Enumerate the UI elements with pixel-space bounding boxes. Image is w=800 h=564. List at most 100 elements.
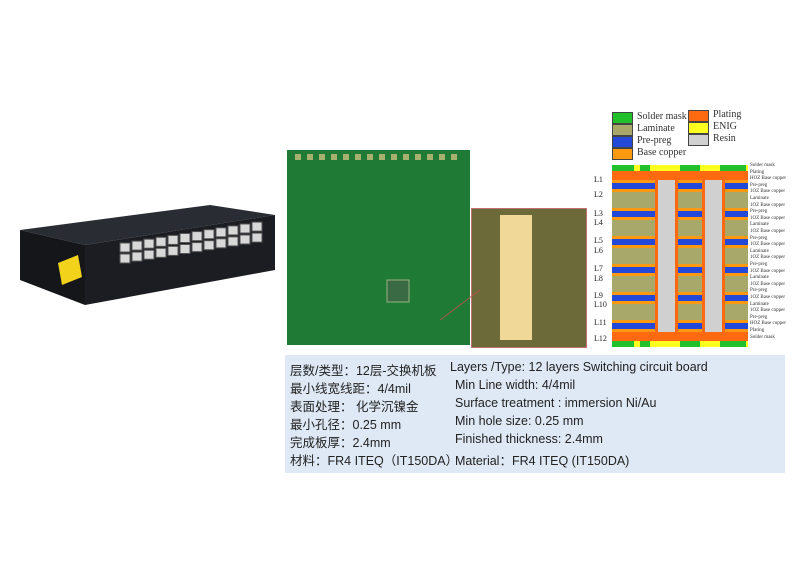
layer-label: L12	[594, 334, 607, 343]
stackup-side-label: Plating	[750, 169, 765, 175]
layer-stackup-diagram	[612, 165, 748, 347]
spec-cn: 材料：FR4 ITEQ（IT150DA）	[290, 454, 459, 468]
spec-en: Material：FR4 ITEQ (IT150DA)	[455, 454, 630, 468]
port	[131, 240, 143, 251]
laminate	[612, 248, 748, 264]
spec-cn: 层数/类型：12层-交换机板	[290, 364, 437, 378]
layer-label: L9	[594, 291, 603, 300]
base-copper	[612, 320, 748, 323]
base-copper	[612, 264, 748, 267]
layer-label: L10	[594, 300, 607, 309]
port	[167, 234, 179, 245]
stackup-side-label: Laminate	[750, 196, 769, 201]
port	[143, 249, 155, 260]
port	[215, 227, 227, 238]
port	[203, 240, 215, 251]
stackup-side-label: Solder mask	[750, 163, 775, 168]
spec-en: Min hole size: 0.25 mm	[455, 414, 584, 428]
base-copper	[612, 273, 748, 276]
base-copper	[612, 217, 748, 220]
plated-hole	[500, 215, 532, 340]
base-copper	[612, 292, 748, 295]
layer-label: L1	[594, 175, 603, 184]
spec-en: Finished thickness: 2.4mm	[455, 432, 603, 446]
solder-mask	[720, 165, 746, 171]
pre-preg	[612, 211, 748, 217]
solder-mask	[680, 341, 700, 347]
laminate	[612, 304, 748, 320]
laminate	[612, 192, 748, 208]
solder-mask	[680, 165, 700, 171]
stackup-side-label: 1OZ Base copper	[750, 215, 785, 221]
port	[191, 242, 203, 253]
stackup-side-label: 1OZ Base copper	[750, 255, 785, 261]
port	[251, 221, 263, 232]
port	[143, 238, 155, 249]
plating	[612, 171, 748, 180]
legend-label: Resin	[713, 133, 736, 144]
legend-label: Base copper	[637, 147, 687, 158]
stackup-side-label: Pre-preg	[750, 182, 768, 188]
legend-swatch	[612, 112, 633, 124]
legend-swatch	[688, 110, 709, 122]
stackup-side-label: Pre-preg	[750, 235, 768, 241]
solder-mask	[720, 341, 746, 347]
legend-swatch	[612, 148, 633, 160]
legend-label: Pre-preg	[637, 135, 672, 146]
port	[239, 234, 251, 245]
legend-swatch	[688, 134, 709, 146]
port	[167, 245, 179, 256]
legend-label: Laminate	[637, 123, 675, 134]
pre-preg	[612, 239, 748, 245]
port	[155, 236, 167, 247]
solder-mask	[640, 165, 650, 171]
spec-cn: 表面处理： 化学沉镍金	[290, 400, 419, 414]
layer-label: L3	[594, 209, 603, 218]
layer-label: L8	[594, 274, 603, 283]
base-copper	[612, 236, 748, 239]
resin	[705, 180, 722, 332]
stackup-side-label: 1OZ Base copper	[750, 229, 785, 234]
base-copper	[612, 180, 748, 183]
layer-label: L5	[594, 236, 603, 245]
stackup-side-label: Pre-preg	[750, 209, 768, 215]
resin	[658, 180, 675, 332]
pre-preg	[612, 295, 748, 301]
legend-label: Plating	[713, 109, 742, 120]
legend-label: Solder mask	[637, 111, 687, 122]
stackup-side-label: HOZ Base copper	[750, 176, 787, 182]
stackup-side-label: 1OZ Base copper	[750, 295, 785, 300]
port	[251, 232, 263, 243]
legend-label: ENIG	[713, 121, 737, 132]
pre-preg	[612, 323, 748, 329]
port	[179, 244, 191, 254]
laminate	[612, 276, 748, 292]
port	[239, 223, 251, 234]
stackup-side-label: Pre-preg	[750, 262, 768, 267]
port	[227, 236, 239, 247]
base-copper	[612, 189, 748, 192]
port	[119, 242, 131, 253]
stackup-side-label: 1OZ Base copper	[750, 189, 785, 195]
laminate	[612, 220, 748, 236]
stackup-side-label: Laminate	[750, 248, 769, 254]
stackup-side-label: 1OZ Base copper	[750, 242, 785, 248]
solder-mask	[612, 165, 634, 171]
stackup-side-label: Plating	[750, 328, 765, 333]
stackup-side-label: 1OZ Base copper	[750, 308, 785, 314]
layer-label: L11	[594, 318, 607, 327]
brand-label	[58, 255, 82, 285]
stackup-side-label: Laminate	[750, 222, 769, 228]
port	[119, 253, 131, 264]
layer-label: L2	[594, 190, 603, 199]
stackup-side-label: Laminate	[750, 301, 769, 307]
port	[155, 247, 167, 258]
legend-swatch	[612, 136, 633, 148]
spec-cn: 最小孔径：0.25 mm	[290, 418, 402, 432]
pre-preg	[612, 183, 748, 189]
stackup-side-label: 1OZ Base copper	[750, 281, 785, 287]
layer-label: L7	[594, 264, 603, 273]
stackup-side-label: Pre-preg	[750, 288, 768, 294]
